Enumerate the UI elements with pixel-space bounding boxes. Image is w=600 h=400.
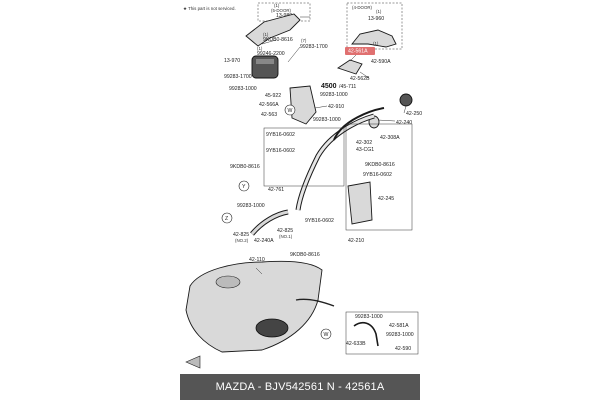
label-9yb16-0602-b: 9YB16-0602 (266, 148, 295, 154)
left-assembly-box (263, 127, 345, 187)
ref-y-circle (238, 180, 250, 192)
label-9kdb0-8616-r: 9KDB0-8616 (365, 162, 395, 168)
fuel-tank (185, 260, 323, 353)
ref-w-letter: W (288, 108, 293, 114)
label-99283-1000-b: 99283-1000 (320, 92, 348, 98)
svg-text:W: W (324, 332, 329, 338)
label-9yb16-0602-a: 9YB16-0602 (266, 132, 295, 138)
vapor-line (353, 321, 379, 347)
label-42-825-a: 42-825 (233, 232, 249, 238)
caption-bar: MAZDA - BJV542561 N - 42561A (180, 374, 420, 400)
label-42-633b: 42-633B (346, 341, 366, 347)
highlight-part-box (345, 47, 375, 55)
label-45-711: /45-711 (339, 84, 356, 90)
breather-pipe (333, 107, 385, 141)
label-42-240: 42-240 (396, 120, 412, 126)
label-42-210: 42-210 (348, 238, 364, 244)
door4-qty: (1) (376, 9, 382, 14)
label-9yb16-0602-c: 9YB16-0602 (305, 218, 334, 224)
label-43-cg1: 43-CG1 (356, 147, 374, 153)
ref-w-circle-bottom (320, 328, 332, 340)
fuel-pump-opening (255, 318, 289, 338)
label-42-245: 42-245 (378, 196, 394, 202)
label-42-250: 42-250 (406, 111, 422, 117)
label-99283-1700-b: 99283-1700 (224, 74, 252, 80)
label-99283-1000-e: 99283-1000 (355, 314, 383, 320)
label-99283-1000-f: 99283-1000 (386, 332, 414, 338)
label-9kdb0-8616-top: 9KDB0-8616 (263, 37, 293, 43)
label-42-302: 42-302 (356, 140, 372, 146)
label-9yb16-0602-r: 9YB16-0602 (363, 172, 392, 178)
label-13-970: 13-970 (224, 58, 240, 64)
label-99283-1000-c: 99283-1000 (313, 117, 341, 123)
label-42-590: 42-590 (395, 346, 411, 352)
label-42-563: 42-563 (261, 112, 277, 118)
door4-bracket-part (351, 29, 397, 48)
svg-text:(1): (1) (263, 32, 269, 37)
label-42-308a: 42-308A (380, 135, 400, 141)
label-42-566a: 42-566A (259, 102, 279, 108)
label-42-590a: 42-590A (371, 59, 391, 65)
ref-z-circle (221, 212, 233, 224)
right-assembly-box (345, 123, 413, 231)
label-42-562b: 42-562B (350, 76, 370, 82)
caption-text: MAZDA - BJV542561 N - 42561A (215, 381, 385, 393)
highlight-qty: (1) (373, 41, 379, 46)
label-9kdb0-8616-mid: 9KDB0-8616 (230, 164, 260, 170)
door4-part-number: 13-960 (368, 16, 384, 22)
label-42-825-b: 42-825 (277, 228, 293, 234)
label-45-922: 45-922 (265, 93, 281, 99)
label-42-581a: 42-581A (389, 323, 409, 329)
bottom-right-box (345, 311, 419, 355)
door5-label: (5-DOOR) (271, 8, 292, 13)
label-9kdb0-8616-bot: 9KDB0-8616 (290, 252, 320, 258)
label-42-761: 42-761 (268, 187, 284, 193)
filler-cap (399, 93, 413, 107)
highlight-part-number: 42-561A (348, 49, 368, 55)
heat-shield-bracket (245, 13, 301, 47)
door5-qty: (1) (274, 3, 280, 8)
front-arrow-icon (185, 355, 201, 369)
label-no1: (NO.1) (279, 234, 293, 239)
label-42-910: 42-910 (328, 104, 344, 110)
label-42-110: 42-110 (249, 257, 265, 263)
label-4500: 4500 (321, 83, 337, 90)
ref-y-letter: Y (242, 184, 246, 190)
highlighted-part-shape (336, 59, 363, 75)
filler-pipe-bracket (347, 181, 373, 225)
label-99283-1700-a: 99283-1700 (300, 44, 328, 50)
door5-part-number: 13-980 (276, 13, 292, 19)
label-no2: (NO.2) (235, 238, 249, 243)
svg-text:(7): (7) (301, 38, 307, 43)
door4-callout-box (346, 2, 403, 50)
label-99283-1000-a: 99283-1000 (229, 86, 257, 92)
label-42-240a: 42-240A (254, 238, 274, 244)
door4-label: (4-DOOR) (352, 5, 373, 10)
label-99246-2200: 99246-2200 (257, 51, 285, 57)
not-serviced-note: ★ This part is not serviced. (183, 6, 236, 11)
ref-w-circle (284, 104, 296, 116)
ref-z-letter: Z (225, 216, 228, 222)
label-99283-1000-d: 99283-1000 (237, 203, 265, 209)
svg-text:(1): (1) (257, 46, 263, 51)
